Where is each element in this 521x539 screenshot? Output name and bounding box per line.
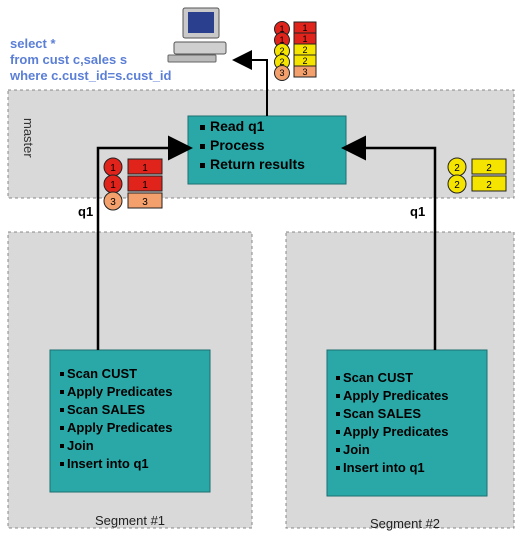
token-number: 3: [110, 197, 116, 208]
square-bullet: [336, 466, 340, 470]
token-square: [293, 65, 317, 78]
segment-1-process-box: [49, 349, 211, 493]
computer-icon: [167, 7, 227, 63]
token-number: 3: [302, 67, 307, 77]
token-square: [471, 175, 507, 192]
segment-2-task: Join: [343, 442, 370, 457]
segment-2-task: Scan SALES: [343, 406, 421, 421]
sql-line: where c.cust_id=s.cust_id: [10, 68, 172, 83]
token-circle: [447, 174, 467, 194]
token-number: 1: [110, 163, 116, 174]
segment-2-task: Insert into q1: [343, 460, 425, 475]
master-label: master: [21, 118, 36, 158]
token-number: 1: [279, 35, 284, 45]
segment-1-task: Insert into q1: [67, 456, 149, 471]
segment-2-to-master-arrow: [341, 135, 437, 350]
square-bullet: [60, 372, 64, 376]
token-number: 2: [279, 57, 284, 67]
square-bullet: [200, 125, 205, 130]
token-number: 1: [142, 163, 148, 174]
token-square: [127, 158, 163, 175]
edge-label-q1-right: q1: [410, 204, 425, 219]
square-bullet: [336, 448, 340, 452]
segment-2-task-list: Scan CUST Apply Predicates Scan SALES Ap…: [336, 370, 449, 475]
square-bullet: [200, 144, 205, 149]
master-task: Process: [210, 137, 265, 153]
segment-2-process-box: [326, 349, 488, 497]
segment-2-task: Apply Predicates: [343, 424, 449, 439]
segment-2-token-stack: 2 2 2 2: [447, 157, 507, 194]
edge-label-q1-left: q1: [78, 204, 93, 219]
square-bullet: [336, 376, 340, 380]
token-number: 3: [279, 68, 284, 78]
token-number: 2: [454, 180, 460, 191]
segment-1-task: Join: [67, 438, 94, 453]
segment-1-task-list: Scan CUST Apply Predicates Scan SALES Ap…: [60, 366, 173, 471]
segment-1-task: Apply Predicates: [67, 420, 173, 435]
segment-1-task: Scan SALES: [67, 402, 145, 417]
token-number: 2: [302, 56, 307, 66]
segment-2-task: Scan CUST: [343, 370, 413, 385]
token-number: 2: [454, 163, 460, 174]
square-bullet: [336, 412, 340, 416]
token-number: 1: [302, 23, 307, 33]
master-task: Return results: [210, 156, 305, 172]
sql-line: from cust c,sales s: [10, 52, 128, 67]
square-bullet: [336, 430, 340, 434]
token-number: 2: [486, 180, 492, 191]
segment-2-task: Apply Predicates: [343, 388, 449, 403]
token-square: [127, 175, 163, 192]
token-circle: [103, 191, 123, 211]
token-number: 2: [486, 163, 492, 174]
square-bullet: [60, 426, 64, 430]
token-number: 2: [302, 45, 307, 55]
token-number: 1: [142, 180, 148, 191]
segment-1-task: Scan CUST: [67, 366, 137, 381]
square-bullet: [200, 163, 205, 168]
segment-1-token-stack: 1 1 3 1 1 3: [103, 157, 163, 211]
result-token-stack: 1 1 2 2 3 1 1 2 2 3: [274, 21, 317, 81]
token-number: 1: [302, 34, 307, 44]
segment-2-label: Segment #2: [370, 516, 440, 531]
segment-1-task: Apply Predicates: [67, 384, 173, 399]
segment-1-label: Segment #1: [95, 513, 165, 528]
token-number: 1: [110, 180, 116, 191]
token-number: 2: [279, 46, 284, 56]
square-bullet: [60, 462, 64, 466]
token-square: [127, 192, 163, 209]
sql-line: select *: [10, 36, 56, 51]
square-bullet: [336, 394, 340, 398]
token-square: [471, 158, 507, 175]
square-bullet: [60, 390, 64, 394]
master-task: Read q1: [210, 118, 265, 134]
square-bullet: [60, 408, 64, 412]
token-number: 3: [142, 197, 148, 208]
square-bullet: [60, 444, 64, 448]
segment-1-to-master-arrow: [96, 135, 193, 350]
token-number: 1: [279, 24, 284, 34]
token-circle: [274, 65, 290, 81]
master-to-client-arrow: [232, 50, 268, 116]
sql-query: select * from cust c,sales s where c.cus…: [10, 36, 171, 84]
